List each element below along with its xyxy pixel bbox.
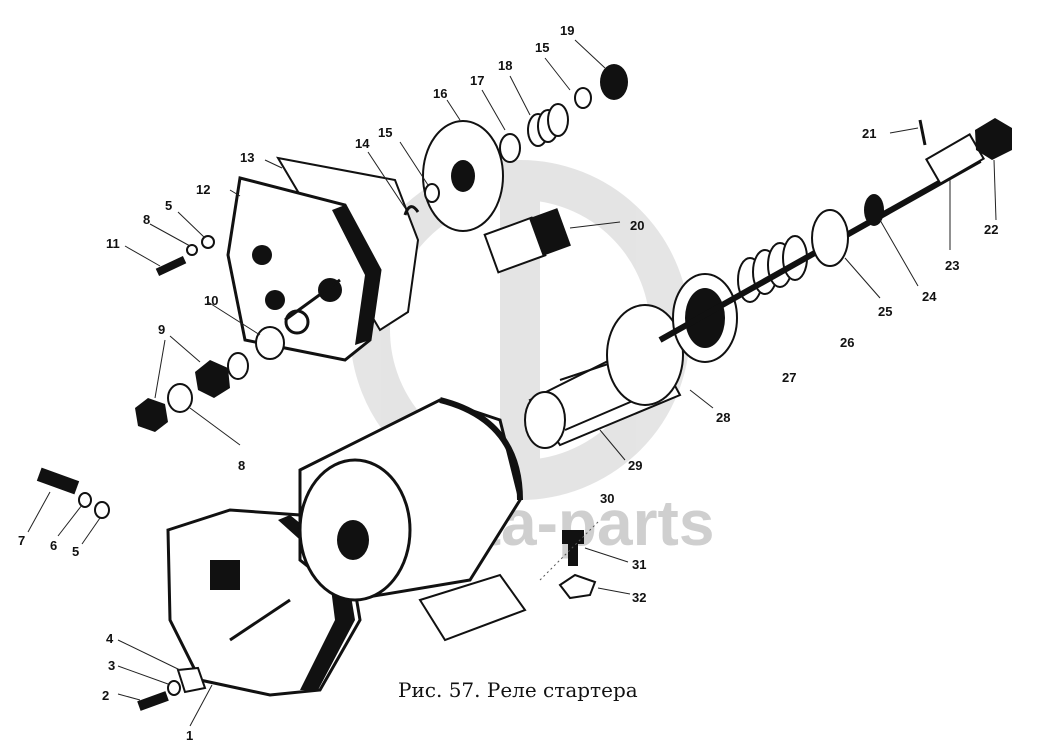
- label-17: 17: [470, 73, 484, 88]
- label-9: 9: [158, 322, 165, 337]
- part-labels: 1 2 3 4 5 5 6 7 8 9 10 11 12 13 14 15 15…: [18, 23, 998, 743]
- label-1: 1: [186, 728, 193, 743]
- cover-plate: [226, 156, 420, 362]
- left-small-parts: [36, 235, 285, 519]
- leader-lines: [27, 39, 997, 727]
- label-6: 6: [50, 538, 57, 553]
- label-4: 4: [106, 631, 114, 646]
- label-13: 13: [240, 150, 254, 165]
- label-32: 32: [632, 590, 646, 605]
- label-25: 25: [878, 304, 892, 319]
- label-8b: 8: [143, 212, 150, 227]
- label-23: 23: [945, 258, 959, 273]
- contact-bolt: [483, 208, 571, 274]
- label-3: 3: [108, 658, 115, 673]
- label-14: 14: [355, 136, 370, 151]
- label-24: 24: [922, 289, 937, 304]
- label-21: 21: [862, 126, 876, 141]
- label-7: 7: [18, 533, 25, 548]
- label-5a: 5: [72, 544, 79, 559]
- label-11: 11: [106, 236, 120, 251]
- plunger-discs: [606, 273, 738, 406]
- label-15a: 15: [378, 125, 392, 140]
- figure-caption: Рис. 57. Реле стартера: [398, 678, 638, 702]
- label-31: 31: [632, 557, 646, 572]
- label-8: 8: [238, 458, 245, 473]
- spring-washers-top: [403, 64, 628, 216]
- screw-washer-plate: [137, 666, 207, 711]
- coil-body: [298, 397, 527, 642]
- label-29: 29: [628, 458, 642, 473]
- label-12: 12: [196, 182, 210, 197]
- rod-assembly: [658, 118, 1012, 343]
- label-10: 10: [204, 293, 218, 308]
- label-19: 19: [560, 23, 574, 38]
- label-5b: 5: [165, 198, 172, 213]
- label-28: 28: [716, 410, 730, 425]
- label-2: 2: [102, 688, 109, 703]
- label-15b: 15: [535, 40, 549, 55]
- label-22: 22: [984, 222, 998, 237]
- label-16: 16: [433, 86, 447, 101]
- bolt-lock: [558, 530, 597, 600]
- label-18: 18: [498, 58, 512, 73]
- label-30: 30: [600, 491, 614, 506]
- label-26: 26: [840, 335, 854, 350]
- label-27: 27: [782, 370, 796, 385]
- label-20: 20: [630, 218, 644, 233]
- contact-disk: [422, 120, 504, 232]
